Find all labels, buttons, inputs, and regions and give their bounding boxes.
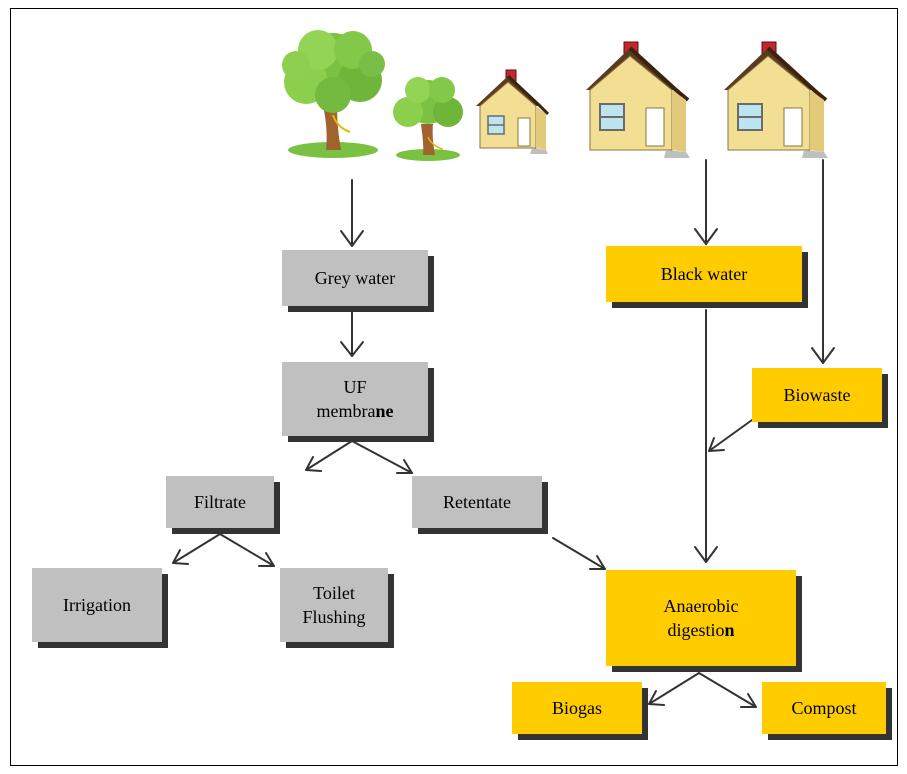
uf-membrane-line2: membrane [317, 401, 394, 421]
toilet-line1: Toilet [313, 583, 355, 603]
biogas-label: Biogas [551, 698, 602, 718]
grey-water-box: Grey water [282, 250, 428, 306]
arrow-retentate-to-anaerobic [552, 537, 606, 570]
arrow-uf-to-filtrate [305, 440, 353, 472]
house-icon [586, 41, 690, 158]
grey-water-label: Grey water [314, 268, 396, 288]
arrow-biowaste-to-anaerobic [708, 419, 753, 452]
uf-membrane-line2-bold: ne [375, 401, 394, 421]
uf-membrane-box: UF membrane [282, 362, 428, 436]
anaerobic-digestion-box: Anaerobic digestion [606, 570, 796, 666]
toilet-flushing-label: Toilet Flushing [302, 581, 365, 629]
uf-membrane-line2-normal: membra [316, 401, 376, 421]
arrow-anaerobic-to-biogas [648, 672, 700, 706]
biogas-box: Biogas [512, 682, 642, 734]
anaerobic-line2-normal: digestio [667, 620, 725, 640]
biowaste-box: Biowaste [752, 368, 882, 422]
anaerobic-line2-bold: n [724, 620, 735, 640]
arrow-black-water-to-anaerobic [694, 309, 718, 563]
arrow-filtrate-to-toilet [219, 533, 275, 567]
irrigation-label: Irrigation [63, 595, 131, 615]
arrow-house-to-biowaste [811, 159, 835, 364]
tree-icon [393, 77, 463, 161]
irrigation-box: Irrigation [32, 568, 162, 642]
uf-membrane-line1: UF [343, 377, 367, 397]
black-water-box: Black water [606, 246, 802, 302]
arrow-filtrate-to-irrigation [172, 533, 221, 565]
anaerobic-digestion-label: Anaerobic digestion [664, 594, 739, 642]
arrow-grey-water-to-uf-membrane [340, 311, 364, 357]
compost-label: Compost [791, 698, 857, 718]
arrow-uf-to-retentate [351, 440, 413, 474]
toilet-flushing-box: Toilet Flushing [280, 568, 388, 642]
filtrate-box: Filtrate [166, 476, 274, 528]
retentate-box: Retentate [412, 476, 542, 528]
arrow-house-to-black-water [694, 159, 718, 245]
retentate-label: Retentate [443, 492, 511, 512]
filtrate-label: Filtrate [194, 492, 246, 512]
black-water-label: Black water [660, 264, 748, 284]
compost-box: Compost [762, 682, 886, 734]
house-icon [724, 41, 828, 158]
uf-membrane-label: UF membrane [317, 375, 394, 423]
arrow-anaerobic-to-compost [698, 672, 757, 708]
tree-icon [282, 30, 385, 158]
toilet-line2: Flushing [302, 607, 366, 627]
anaerobic-line2: digestion [667, 620, 734, 640]
anaerobic-line1: Anaerobic [663, 596, 739, 616]
arrow-trees-to-grey-water [340, 179, 364, 247]
biowaste-label: Biowaste [783, 385, 851, 405]
house-icon [476, 69, 550, 154]
